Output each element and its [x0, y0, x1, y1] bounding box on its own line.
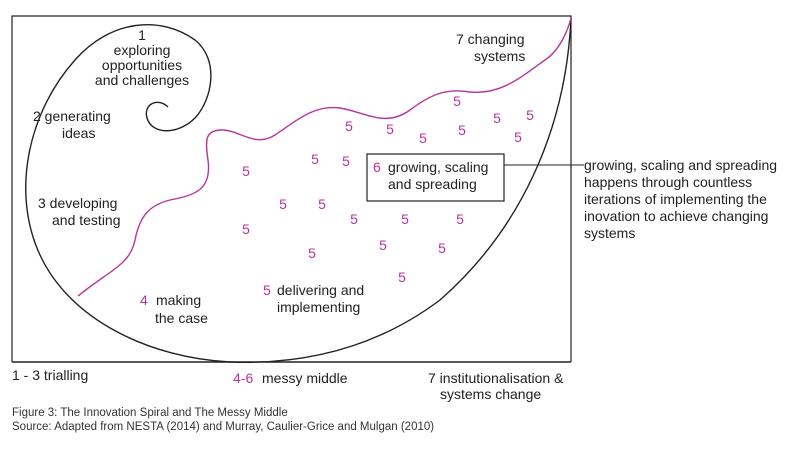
stage-2-label-line2: ideas — [62, 125, 95, 141]
stage-5-number: 5 — [263, 282, 271, 298]
stage-4-label-line1: making — [156, 292, 201, 308]
messy-middle-boundary — [77, 17, 572, 297]
iteration-mark: 5 — [379, 237, 387, 253]
stage-5-label-line2: implementing — [277, 299, 360, 315]
callout-line2: happens through countless — [584, 174, 752, 190]
figure-source: Source: Adapted from NESTA (2014) and Mu… — [12, 421, 435, 433]
iteration-mark: 5 — [242, 163, 250, 179]
stage-6-box — [366, 153, 505, 202]
stage-1-number: 1 — [138, 27, 146, 43]
iteration-mark: 5 — [493, 110, 501, 126]
iteration-mark: 5 — [318, 196, 326, 212]
iteration-mark: 5 — [419, 130, 427, 146]
iteration-mark: 5 — [279, 196, 287, 212]
figure-caption: Figure 3: The Innovation Spiral and The … — [12, 407, 288, 419]
iteration-mark: 5 — [242, 221, 250, 237]
stage-3-label-line1: 3 developing — [38, 195, 117, 211]
phase-messy-middle-label: messy middle — [262, 370, 348, 386]
iteration-mark: 5 — [438, 240, 446, 256]
stage-6-label-line2: and spreading — [388, 176, 477, 192]
phase-institutionalisation-line1: 7 institutionalisation & — [428, 370, 564, 386]
iteration-mark: 5 — [398, 269, 406, 285]
diagram-frame — [11, 15, 572, 362]
stage-5-label-line1: delivering and — [277, 282, 364, 298]
iteration-mark: 5 — [342, 153, 350, 169]
iteration-mark: 5 — [401, 211, 409, 227]
stage-7-label-line2: systems — [474, 48, 525, 64]
iteration-mark: 5 — [458, 122, 466, 138]
iteration-mark: 5 — [311, 151, 319, 167]
iteration-mark: 5 — [308, 245, 316, 261]
stage-1-label-line1: exploring — [114, 42, 171, 58]
stage-1-label-line3: and challenges — [95, 72, 189, 88]
stage-2-label-line1: 2 generating — [33, 108, 111, 124]
stage-6-number: 6 — [373, 159, 381, 175]
iteration-mark: 5 — [514, 129, 522, 145]
callout-line4: inovation to achieve changing — [584, 208, 768, 224]
iteration-mark: 5 — [526, 107, 534, 123]
phase-messy-middle-number: 4-6 — [233, 370, 253, 386]
callout-line3: iterations of implementing the — [584, 191, 767, 207]
callout-line1: growing, scaling and spreading — [584, 157, 777, 173]
iteration-mark: 5 — [350, 211, 358, 227]
phase-institutionalisation-line2: systems change — [440, 386, 541, 402]
iteration-mark: 5 — [453, 93, 461, 109]
stage-4-number: 4 — [140, 292, 148, 308]
iteration-mark: 5 — [456, 211, 464, 227]
iteration-mark: 5 — [345, 118, 353, 134]
spiral-outline — [25, 17, 572, 363]
stage-7-label-line1: 7 changing — [456, 31, 525, 47]
stage-6-label-line1: growing, scaling — [388, 159, 488, 175]
phase-trialling-label: 1 - 3 trialling — [12, 367, 88, 383]
stage-4-label-line2: the case — [155, 310, 208, 326]
callout-line5: systems — [584, 225, 635, 241]
iteration-mark: 5 — [386, 121, 394, 137]
stage-1-label-line2: opportunities — [102, 57, 182, 73]
stage-3-label-line2: and testing — [52, 212, 121, 228]
